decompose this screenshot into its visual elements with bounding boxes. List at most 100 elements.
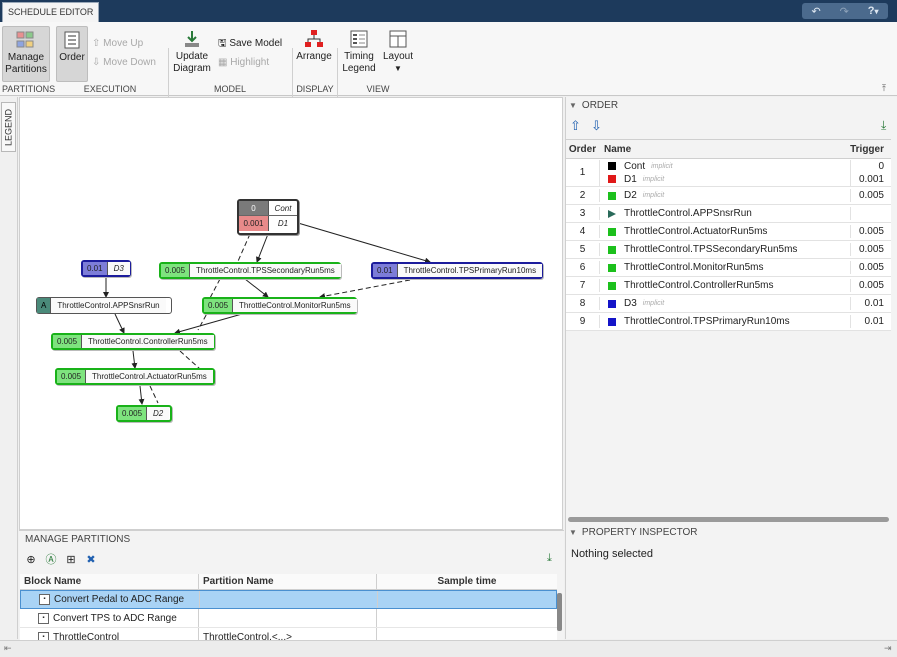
column-header[interactable]: Partition Name (198, 574, 376, 589)
order-trigger-cell (850, 207, 891, 220)
edge (234, 233, 251, 269)
table-row[interactable]: ▪Convert Pedal to ADC Range (20, 590, 557, 609)
tab-schedule-editor[interactable]: SCHEDULE EDITOR (2, 2, 100, 22)
order-trigger: 0.01 (864, 298, 884, 309)
order-section-header[interactable]: ▼ ORDER (569, 100, 618, 111)
column-header[interactable]: Sample time (376, 574, 557, 589)
apply-changes-icon[interactable]: ⤓ (547, 552, 552, 564)
edge (244, 278, 269, 298)
order-number: 8 (579, 298, 586, 309)
sample-time-cell[interactable] (377, 591, 556, 608)
move-down-button[interactable]: ⇩ Move Down (92, 57, 164, 69)
node-cont-d1[interactable]: 0 Cont 0.001 D1 (237, 199, 299, 235)
horizontal-scrollbar[interactable] (568, 517, 889, 522)
node-d2[interactable]: 0.005 D2 (116, 405, 172, 422)
vertical-scrollbar[interactable] (557, 593, 562, 631)
help-icon[interactable]: ?▾ (867, 5, 879, 17)
arrange-label: Arrange (296, 51, 332, 62)
delete-icon[interactable]: ✖ (86, 553, 96, 566)
order-name-cell: ThrottleControl.ActuatorRun5ms (599, 225, 850, 238)
move-up-label: Move Up (103, 38, 144, 49)
table-row[interactable]: ▪ThrottleControl ThrottleControl.<...> (20, 628, 557, 641)
move-up-button[interactable]: ⇧ Move Up (92, 38, 154, 50)
group-label-partitions: PARTITIONS (2, 84, 56, 94)
add-partition-icon[interactable]: ⊞ (66, 553, 76, 566)
manage-partitions-button[interactable]: Manage Partitions (2, 26, 50, 82)
node-tps-secondary[interactable]: 0.005 ThrottleControl.TPSSecondaryRun5ms (159, 262, 341, 279)
manage-partitions-table: Block Name Partition Name Sample time ▪C… (20, 574, 557, 641)
node-tps-primary[interactable]: 0.01 ThrottleControl.TPSPrimaryRun10ms (371, 262, 543, 279)
chevron-down-icon: ▼ (394, 64, 402, 73)
layout-button[interactable]: Layout ▼ (380, 29, 416, 81)
node-apps[interactable]: A ThrottleControl.APPSnsrRun (36, 297, 172, 314)
order-number: 9 (579, 316, 586, 327)
undo-icon[interactable]: ↶ (811, 5, 821, 18)
move-down-order-icon[interactable]: ⇩ (591, 118, 602, 133)
save-model-button[interactable]: 🖫 Save Model (218, 38, 288, 50)
move-up-order-icon[interactable]: ⇧ (570, 118, 581, 133)
order-button[interactable]: Order (56, 26, 88, 82)
order-trigger-cell: 0.01 (850, 315, 891, 328)
schedule-graph-canvas[interactable]: 0 Cont 0.001 D1 0.01 D3 0.005 ThrottleCo… (19, 97, 563, 530)
node-controller[interactable]: 0.005 ThrottleControl.ControllerRun5ms (51, 333, 215, 350)
highlight-button[interactable]: ▦ Highlight (218, 57, 288, 69)
node-actuator[interactable]: 0.005 ThrottleControl.ActuatorRun5ms (55, 368, 215, 385)
group-label-model: MODEL (213, 84, 246, 94)
table-header: Block Name Partition Name Sample time (20, 574, 557, 590)
node-rate: 0.01 (373, 264, 398, 277)
save-model-label: Save Model (229, 38, 283, 49)
property-inspector-empty: Nothing selected (571, 548, 653, 560)
layout-label: Layout (382, 51, 414, 62)
rate-color-swatch (608, 227, 616, 236)
node-monitor[interactable]: 0.005 ThrottleControl.MonitorRun5ms (202, 297, 357, 314)
node-name: ThrottleControl.ActuatorRun5ms (86, 370, 213, 383)
order-trigger-cell: 0.005 (850, 225, 891, 238)
arrange-button[interactable]: Arrange (295, 29, 333, 81)
create-partition-icon[interactable]: ⊕ (26, 553, 36, 566)
apply-order-icon[interactable]: ⤓ (881, 118, 887, 132)
sample-time-cell[interactable] (376, 609, 557, 627)
node-rate: 0 (239, 201, 269, 215)
rate-color-swatch (608, 162, 616, 170)
aperiodic-triangle-icon (608, 209, 616, 218)
node-rate: A (37, 298, 52, 313)
partition-name-cell[interactable]: ThrottleControl.<...> (198, 628, 376, 641)
column-header[interactable]: Block Name (24, 576, 82, 587)
node-name: D2 (147, 407, 170, 420)
collapse-right-icon[interactable]: ⇥ (884, 643, 892, 653)
separator (337, 48, 338, 116)
column-header[interactable]: Order (568, 143, 597, 155)
column-header[interactable]: Name (604, 143, 632, 155)
timing-legend-button[interactable]: Timing Legend (340, 29, 378, 81)
block-name: ThrottleControl (53, 631, 120, 642)
implicit-tag: implicit (642, 192, 665, 199)
partition-name-cell[interactable] (198, 609, 376, 627)
update-diagram-button[interactable]: Update Diagram (172, 29, 212, 81)
manage-partitions-title: MANAGE PARTITIONS (25, 534, 131, 545)
legend-tab[interactable]: LEGEND (1, 102, 16, 152)
highlight-label: Highlight (230, 57, 270, 68)
add-aperiodic-icon[interactable]: Ⓐ (45, 554, 57, 566)
property-inspector-header[interactable]: ▼ PROPERTY INSPECTOR (569, 527, 698, 538)
collapse-toolstrip-icon[interactable]: ⤒ (882, 83, 886, 93)
order-name-cell: ThrottleControl.TPSPrimaryRun10ms (599, 315, 850, 328)
collapse-left-icon[interactable]: ⇤ (4, 643, 12, 653)
sample-time-cell[interactable] (376, 628, 557, 641)
node-d3[interactable]: 0.01 D3 (81, 260, 131, 277)
column-header[interactable]: Trigger (850, 143, 884, 155)
partition-name-cell[interactable] (199, 591, 377, 608)
redo-icon[interactable]: ↷ (839, 5, 849, 18)
table-row[interactable]: ▪Convert TPS to ADC Range (20, 609, 557, 628)
